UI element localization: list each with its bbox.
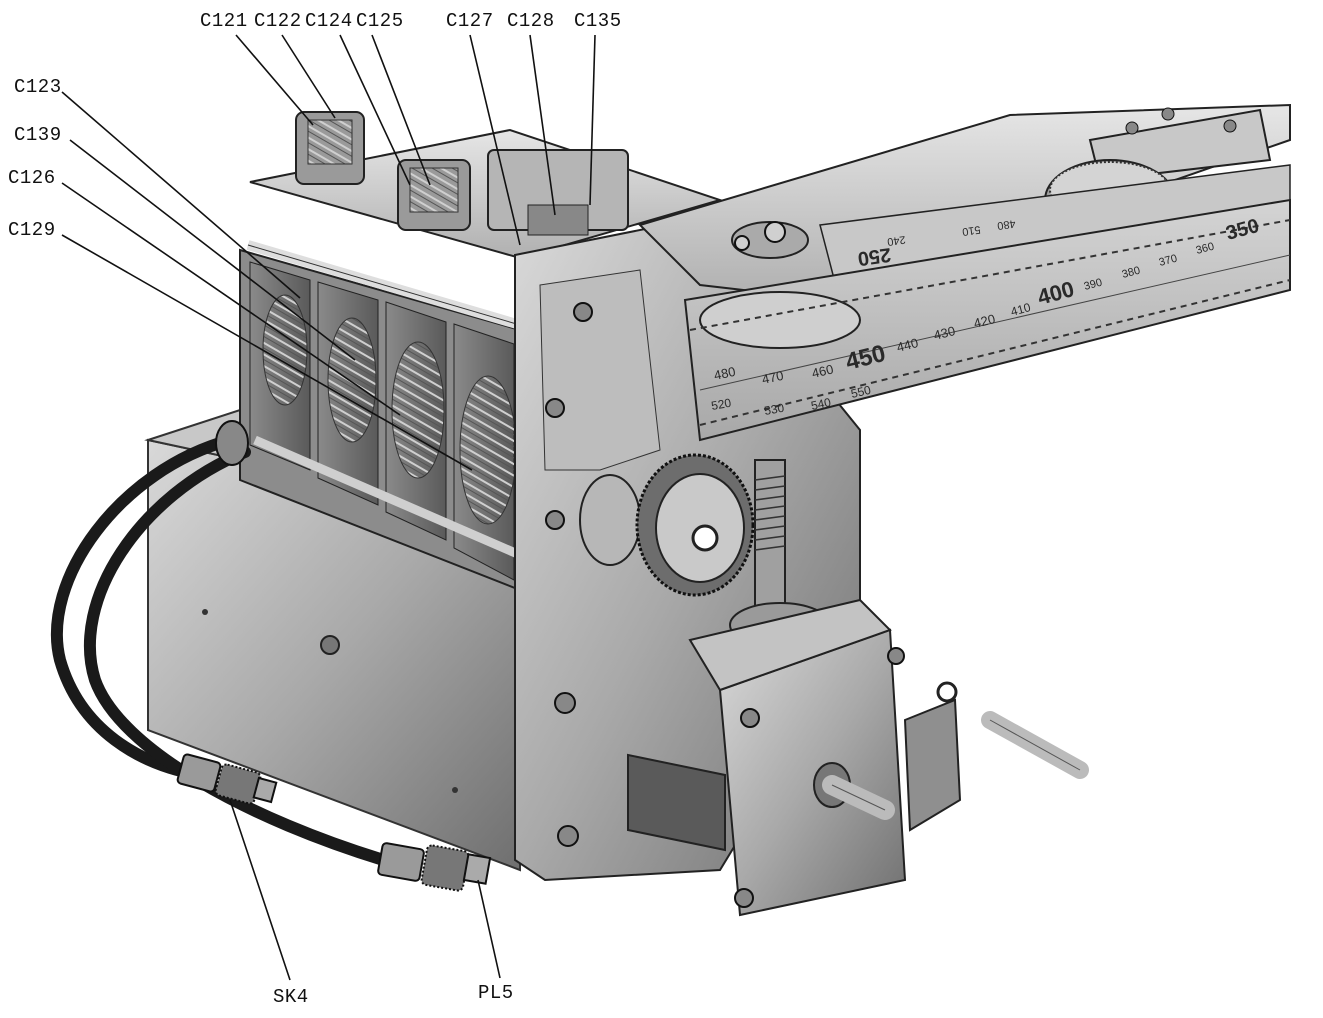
capacitor-section xyxy=(317,281,379,506)
nut-icon xyxy=(764,221,786,243)
dial-number: 430 xyxy=(932,323,957,343)
capacitor-section xyxy=(385,301,447,541)
dial-tape: 480 470 460 450 440 430 420 410 400 390 … xyxy=(683,164,1291,442)
dial-number: 460 xyxy=(810,361,835,380)
callout-label-pl5: PL5 xyxy=(478,982,514,1004)
screw-icon xyxy=(557,825,579,847)
dial-number: 250 xyxy=(856,243,892,269)
leader-lines xyxy=(61,34,596,981)
dial-number: 530 xyxy=(763,401,785,418)
trimmer-capacitor xyxy=(295,111,365,185)
plug-connector xyxy=(377,842,492,892)
callout-label-c128: C128 xyxy=(507,10,555,32)
dial-number: 550 xyxy=(850,383,873,401)
coaxial-cables xyxy=(50,420,492,892)
callout-label-sk4: SK4 xyxy=(273,986,309,1008)
callout-labels: C121 C122 C124 C125 C127 C128 C135 C123 … xyxy=(8,10,622,1008)
callout-label-c125: C125 xyxy=(356,10,404,32)
callout-label-c127: C127 xyxy=(446,10,494,32)
dial-scale-upper: 480 470 460 450 440 430 420 410 400 390 … xyxy=(713,215,1262,387)
dial-number: 480 xyxy=(996,217,1016,231)
screw-icon xyxy=(545,510,565,530)
dial-number: 410 xyxy=(1009,300,1032,319)
control-shaft xyxy=(822,775,895,820)
variable-capacitor-gang xyxy=(239,240,522,592)
dial-number: 440 xyxy=(895,335,920,355)
callout-label-c123: C123 xyxy=(14,76,62,98)
callout-label-c121: C121 xyxy=(200,10,248,32)
screw-icon xyxy=(545,398,565,418)
dial-number: 390 xyxy=(1083,277,1104,293)
dial-number: 420 xyxy=(972,311,997,331)
callout-label-c126: C126 xyxy=(8,167,56,189)
gearbox xyxy=(627,598,1089,917)
callout-label-c139: C139 xyxy=(14,124,62,146)
dial-number: 360 xyxy=(1195,241,1216,257)
dial-number: 540 xyxy=(810,395,833,413)
callout-label-c122: C122 xyxy=(254,10,302,32)
dial-number: 370 xyxy=(1158,253,1179,269)
dial-number: 470 xyxy=(761,368,785,387)
dial-number: 240 xyxy=(886,233,906,247)
dial-number: 520 xyxy=(710,396,732,413)
screw-icon xyxy=(887,647,905,665)
screw-icon xyxy=(734,888,754,908)
dial-number: 510 xyxy=(961,223,981,237)
callout-label-c124: C124 xyxy=(305,10,353,32)
nut-icon xyxy=(734,235,750,251)
dial-number: 480 xyxy=(713,364,737,383)
trimmer-plate xyxy=(249,111,724,260)
screw-icon xyxy=(573,302,593,322)
dial-number: 380 xyxy=(1121,265,1142,281)
screw-icon xyxy=(554,692,576,714)
wing-nut-icon xyxy=(320,635,340,655)
socket-connector xyxy=(176,753,278,805)
dial-scale-lower: 520 530 540 550 xyxy=(710,383,872,418)
dial-scale-far: 250 240 510 480 xyxy=(856,217,1016,269)
callout-label-c129: C129 xyxy=(8,219,56,241)
capacitor-section xyxy=(453,323,517,581)
screw-icon xyxy=(740,708,760,728)
control-shaft xyxy=(981,711,1089,779)
trimmer-capacitor xyxy=(487,149,629,236)
callout-label-c135: C135 xyxy=(574,10,622,32)
trimmer-capacitor xyxy=(397,159,471,231)
